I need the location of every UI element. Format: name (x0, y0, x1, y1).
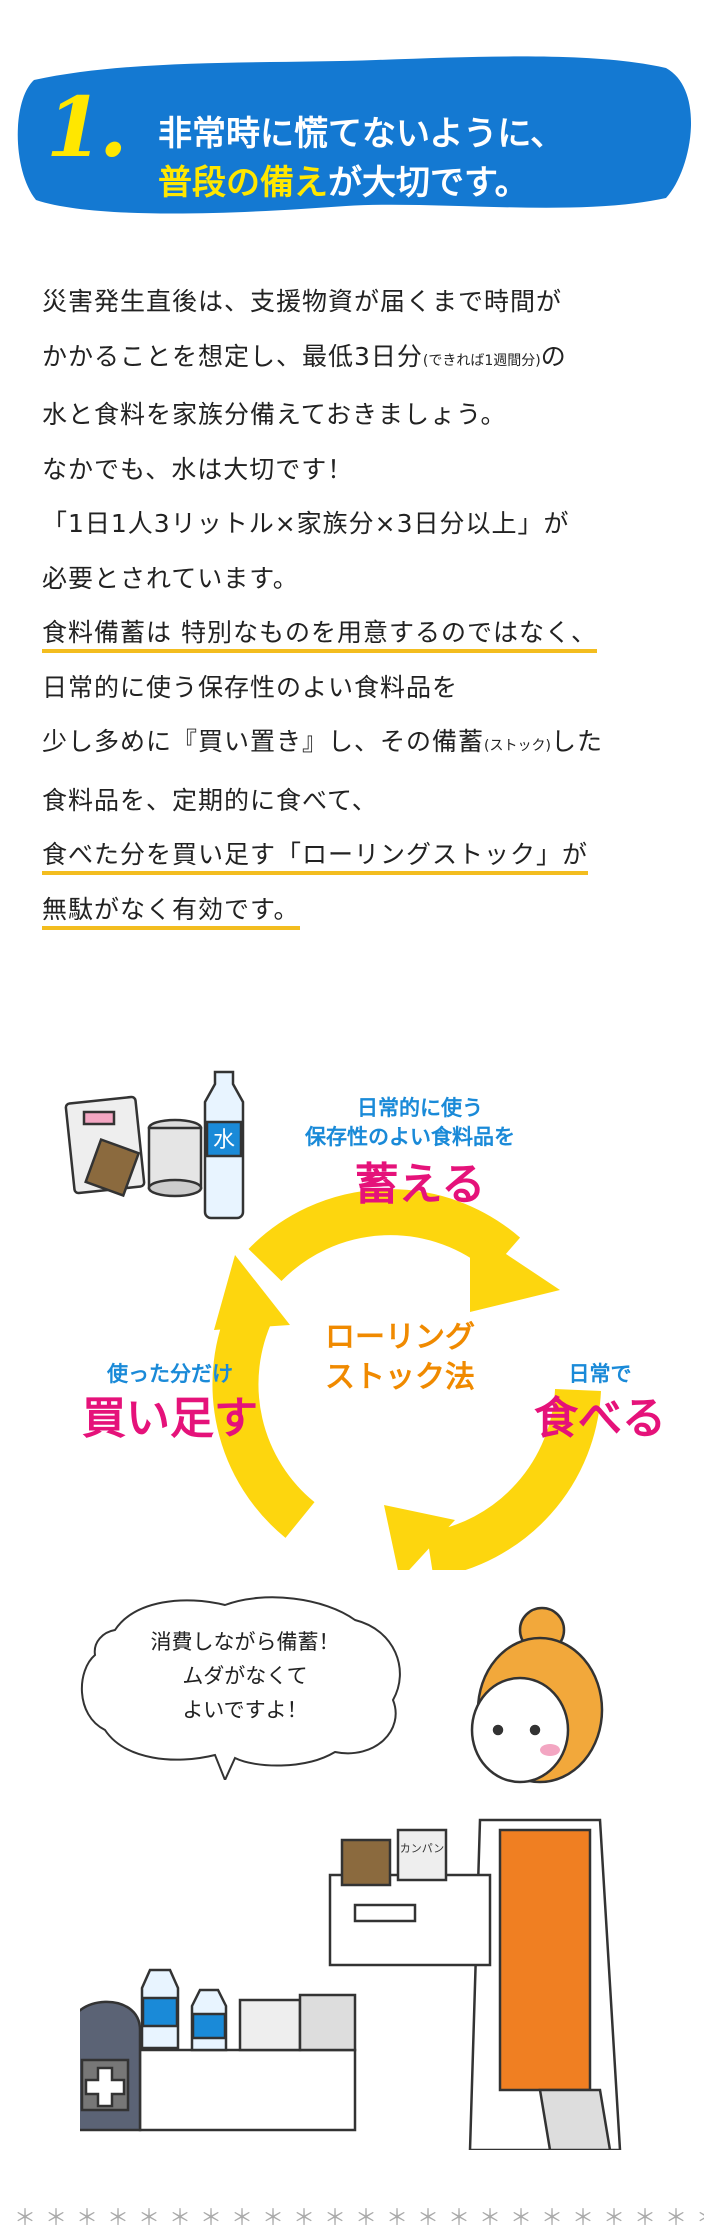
body-line: 災害発生直後は、支援物資が届くまで時間が (42, 287, 563, 316)
cycle-arrows: 水 (64, 1070, 601, 1580)
body-line: 水と食料を家族分備えておきましょう。 (42, 400, 507, 429)
body-line-part: の (540, 341, 567, 371)
banner-title-line2: 普段の備えが大切です。 (158, 155, 529, 204)
method-label-2: ストック法 (325, 1360, 475, 1395)
body-line-part: かかることを想定し、最低3日分 (42, 341, 423, 371)
underlined-text: 食料備蓄は 特別なものを用意するのではなく、 (42, 618, 597, 653)
canned-goods-illustration: 水 (64, 1070, 245, 1220)
body-line-underlined: 無駄がなく有効です。 (42, 883, 682, 938)
eat-label: 食べる (534, 1393, 666, 1444)
bubble-line: よいですよ！ (182, 1698, 308, 1722)
cracker-label: カンパン (400, 1842, 445, 1855)
body-line-note: (ストック) (484, 738, 551, 754)
banner-shape (17, 56, 692, 214)
woman-with-supplies-illustration: カンパン (80, 1606, 622, 2150)
body-line: 必要とされています。 (42, 563, 299, 593)
store-sub-2: 保存性のよい食料品を (305, 1125, 515, 1149)
bubble-text: 消費しながら備蓄！ ムダがなくて よいですよ！ (80, 1625, 410, 1727)
body-text: 災害発生直後は、支援物資が届くまで時間が かかることを想定し、最低3日分(できれ… (42, 275, 682, 937)
bubble-line: ムダがなくて (182, 1664, 308, 1688)
underlined-text: 食べた分を買い足す「ローリングストック」が (42, 840, 589, 875)
store-label: 蓄える (354, 1159, 486, 1210)
body-line: 「1日1人3リットル×家族分×3日分以上」が (42, 509, 570, 538)
rebuy-label: 買い足す (82, 1393, 258, 1444)
body-line-part: した (550, 727, 603, 756)
section-number: 1. (46, 80, 128, 176)
body-line-underlined: 食べた分を買い足す「ローリングストック」が (42, 828, 682, 883)
banner-title-line1: 非常時に慌てないように、 (158, 114, 565, 154)
body-line: 少し多めに『買い置き』し、その備蓄(ストック)した (42, 715, 682, 774)
body-line: なかでも、水は大切です！ (42, 454, 354, 484)
body-line-underlined: 食料備蓄は 特別なものを用意するのではなく、 (42, 606, 682, 661)
body-line: かかることを想定し、最低3日分(できれば1週間分)の (42, 330, 682, 389)
store-sub-1: 日常的に使う (357, 1096, 483, 1120)
eat-sub: 日常で (568, 1362, 632, 1386)
body-line-part: 少し多めに『買い置き』し、その備蓄 (42, 727, 485, 756)
underlined-text: 無駄がなく有効です。 (42, 894, 300, 930)
bottle-label: 水 (213, 1128, 235, 1153)
footer-star-divider: ＊＊＊＊＊＊＊＊＊＊＊＊＊＊＊＊＊＊＊＊＊＊＊ (14, 2206, 704, 2231)
section-banner: 1. 非常時に慌てないように、 普段の備えが大切です。 (16, 50, 696, 220)
body-line-note: (できれば1週間分) (422, 352, 541, 369)
bubble-line: 消費しながら備蓄！ (150, 1630, 340, 1654)
body-line: 日常的に使う保存性のよい食料品を (42, 672, 459, 702)
bubble-outline (80, 1596, 401, 1780)
body-line: 食料品を、定期的に食べて、 (42, 785, 378, 815)
rebuy-sub: 使った分だけ (107, 1362, 233, 1386)
rolling-stock-diagram: 水 日常的に使う 保存性のよい食料品を 蓄える 日常で 食べる 使った分だけ 買… (0, 1050, 712, 1580)
method-label-1: ローリング (325, 1320, 475, 1355)
banner-highlight: 普段の備え (158, 163, 328, 203)
banner-title-rest: が大切です。 (328, 163, 529, 203)
